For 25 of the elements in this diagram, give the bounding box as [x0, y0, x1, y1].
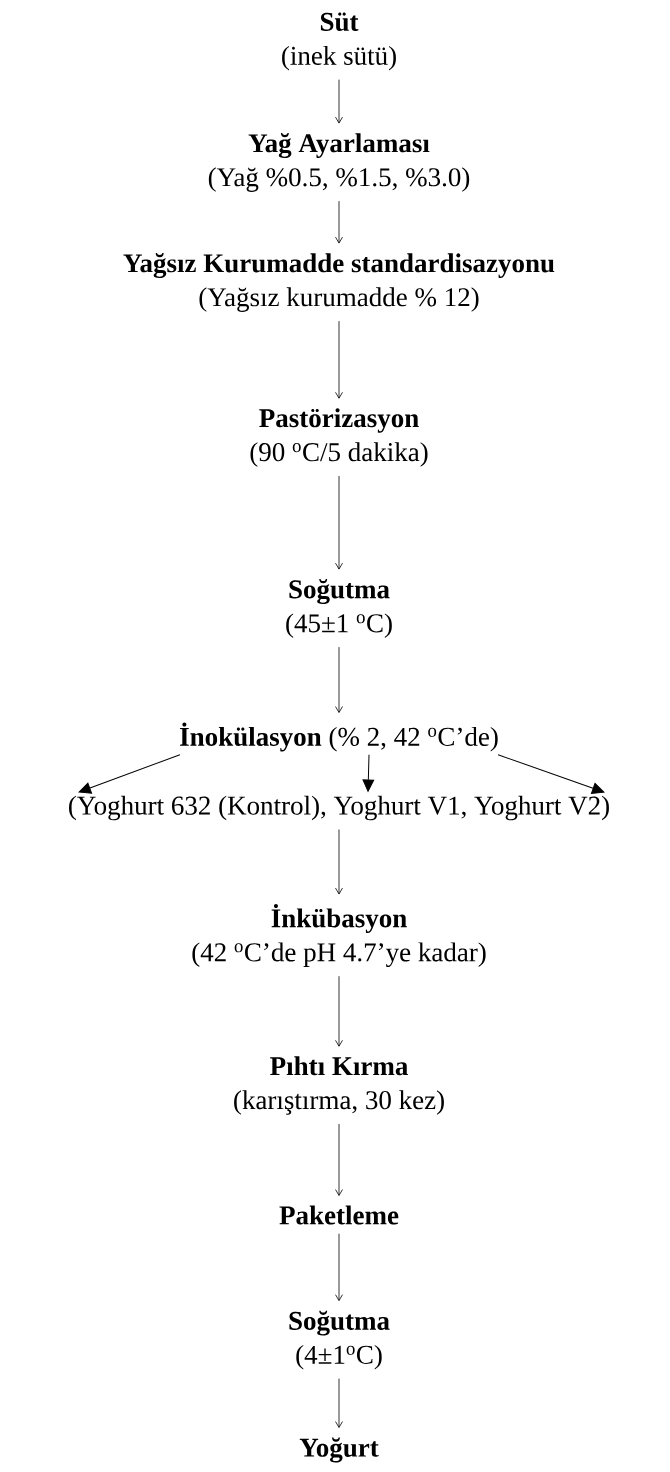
step-label: İnkübasyon (42 $^{o}$C’de pH 4.7’ye kadar) [192, 904, 486, 967]
arrow [78, 754, 181, 794]
arrow [335, 475, 343, 570]
step-label: Paketleme [279, 1205, 399, 1225]
arrow [335, 829, 343, 895]
arrow [335, 1123, 343, 1196]
arrow [335, 79, 343, 124]
step-label: İnokülasyon (% 2, 42 $^{o}$C’de) [180, 722, 498, 752]
arrow [335, 646, 343, 713]
arrow [362, 754, 375, 792]
step-label: Yoğurt [299, 1437, 379, 1463]
arrow [335, 1233, 343, 1302]
step-label: Yağsız Kurumadde standardisazyonu (Yağsız kurumadde % 12) [123, 253, 555, 312]
arrow [335, 1378, 343, 1428]
step-label: Soğutma (4±1$^{o}$C) [289, 1310, 390, 1370]
step-label: Soğutma (45±1 $^{o}$C) [286, 579, 392, 638]
arrow [335, 320, 343, 399]
arrow [497, 754, 605, 794]
arrow [335, 200, 343, 244]
step-label: Pastörizasyon (90 $^{o}$C/5 dakika) [250, 408, 428, 467]
step-label: Süt (inek sütü) [282, 12, 396, 71]
arrow [335, 975, 343, 1047]
step-label: Pıhtı Kırma (karıştırma, 30 kez) [234, 1056, 444, 1115]
step-label: Yağ Ayarlaması (Yağ %0.5, %1.5, %3.0) [208, 133, 470, 192]
step-label: (Yoghurt 632 (Kontrol), Yoghurt V1, Yoghurt V2) [69, 795, 609, 821]
